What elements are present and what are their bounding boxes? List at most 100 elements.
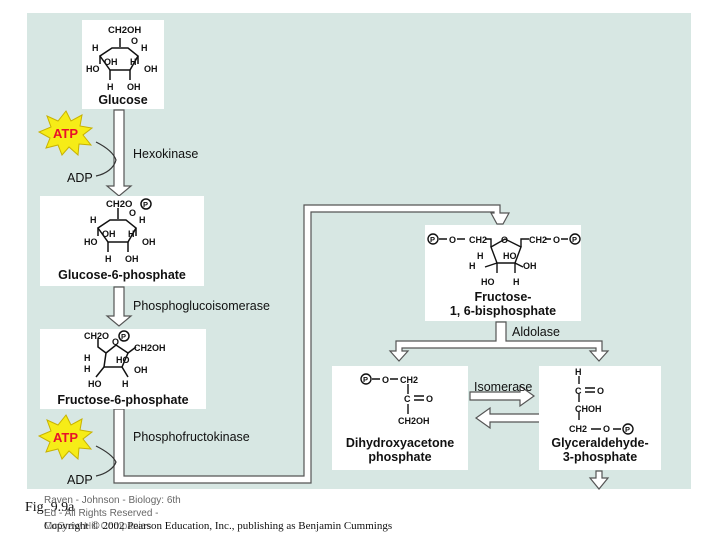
atp-to-adp-curve-2 [95, 445, 117, 477]
atp-label-2: ATP [53, 430, 78, 445]
dhap-c-label: C [404, 394, 411, 404]
dhap-name-line1: Dihydroxyacetone [345, 436, 455, 450]
g6p-structure: CH2O P O H H OH H HO OH H OH [84, 198, 156, 264]
fbp-box: P O CH2 O CH2 O P H HO H OH HO H Fructos… [425, 225, 581, 321]
glucose-box: CH2OH O H H OH H HO OH H OH Glucose [82, 20, 164, 109]
g6p-ho-label: HO [84, 237, 98, 247]
g6p-oh-label: OH [125, 254, 139, 264]
glucose-ho-label: HO [86, 64, 100, 74]
g3p-ch2-label: CH2 [569, 424, 587, 434]
glucose-oh-label: OH [104, 57, 118, 67]
glucose-ch2oh-label: CH2OH [108, 25, 141, 36]
dhap-o-label: O [382, 375, 389, 385]
isomerase-label: Isomerase [474, 380, 533, 394]
adp-label-2: ADP [67, 473, 93, 487]
copyright-notice: Copyright © 2002 Pearson Education, Inc.… [44, 520, 393, 532]
g3p-c-label: C [575, 386, 582, 396]
g3p-name-line2: 3-phosphate [562, 450, 638, 464]
g6p-phosphate-p: P [143, 200, 148, 209]
dhap-carbonyl-o: O [426, 394, 433, 404]
fbp-o-label: O [449, 235, 456, 245]
aldolase-label: Aldolase [512, 325, 560, 339]
atp-star-2: ATP [38, 414, 94, 460]
g6p-ring-o-label: O [129, 208, 136, 218]
f6p-ho-label: HO [116, 355, 130, 365]
watermark-line-2: Ed - All Rights Reserved - [44, 508, 159, 519]
arrow-g3p-continue [588, 470, 610, 490]
g6p-oh-label: OH [142, 237, 156, 247]
figure-label: Fig. 9.9a [25, 500, 75, 515]
watermark-line-3: McGraw Hill Companies [44, 521, 152, 532]
f6p-name: Fructose-6-phosphate [57, 393, 189, 407]
f6p-box: CH2O P O CH2OH H HO H OH HO H Fructose-6… [40, 329, 206, 409]
g6p-h-label: H [128, 229, 135, 239]
dhap-name-line2: phosphate [368, 450, 432, 464]
g3p-h-label: H [575, 367, 582, 377]
arrow-aldolase-split [388, 321, 610, 362]
f6p-ch2oh-label: CH2OH [134, 343, 166, 353]
glucose-oh-label: OH [127, 82, 141, 92]
f6p-h-label: H [84, 353, 91, 363]
g6p-name: Glucose-6-phosphate [58, 268, 186, 282]
glucose-oh-label: OH [144, 64, 158, 74]
g3p-choh-label: CHOH [575, 404, 602, 414]
atp-to-adp-curve-1 [95, 141, 117, 177]
arrow-glucose-to-g6p [105, 109, 133, 197]
fbp-phosphate-p: P [430, 235, 435, 244]
glucose-name: Glucose [98, 93, 148, 107]
g3p-name-line1: Glyceraldehyde- [551, 436, 649, 450]
arrow-isomerase-reverse [474, 406, 541, 430]
glucose-h-label: H [130, 57, 137, 67]
dhap-ch2-label: CH2 [400, 375, 418, 385]
glucose-h-label: H [107, 82, 114, 92]
dhap-box: P O CH2 C O CH2OH Dihydroxyacetone phosp… [332, 366, 468, 470]
atp-label-1: ATP [53, 126, 78, 141]
g6p-ch2o-label: CH2O [106, 199, 132, 210]
fbp-ho-label: HO [503, 251, 517, 261]
fbp-ho-label: HO [481, 277, 495, 287]
dhap-ch2oh-label: CH2OH [398, 416, 430, 426]
f6p-ch2o-label: CH2O [84, 331, 109, 341]
f6p-structure: CH2O P O CH2OH H HO H OH HO H [84, 330, 166, 389]
arrow-isomerase-forward [469, 384, 536, 408]
fbp-name-line2: 1, 6-bisphosphate [449, 304, 557, 318]
glucose-structure: CH2OH O H H OH H HO OH H OH [86, 25, 158, 92]
fbp-h-label: H [513, 277, 520, 287]
g6p-h-label: H [105, 254, 112, 264]
g6p-h-label: H [90, 215, 97, 225]
hexokinase-label: Hexokinase [133, 147, 199, 161]
g3p-box: H C O CHOH CH2 O P Glyceraldehyde- 3-pho… [539, 366, 661, 470]
phosphofructokinase-label: Phosphofructokinase [133, 430, 250, 444]
fbp-phosphate-p: P [572, 235, 577, 244]
fbp-name-line1: Fructose- [474, 290, 532, 304]
g6p-h-label: H [139, 215, 146, 225]
phosphoglucoisomerase-label: Phosphoglucoisomerase [133, 299, 270, 313]
adp-label-1: ADP [67, 171, 93, 185]
fbp-oh-label: OH [523, 261, 537, 271]
fbp-h-label: H [469, 261, 476, 271]
fbp-o-label: O [553, 235, 560, 245]
glucose-ring-o-label: O [131, 36, 138, 46]
f6p-h-label: H [84, 364, 91, 374]
watermark-line-1: Raven - Johnson - Biology: 6th [44, 495, 181, 506]
fbp-h-label: H [477, 251, 484, 261]
g3p-carbonyl-o: O [597, 386, 604, 396]
arrow-g6p-to-f6p [105, 286, 133, 327]
f6p-phosphate-p: P [121, 332, 126, 341]
glucose-h-label: H [92, 43, 99, 53]
fbp-ring-o-label: O [501, 235, 508, 245]
atp-star-1: ATP [38, 110, 94, 156]
fbp-ch2-label: CH2 [529, 235, 547, 245]
f6p-oh-label: OH [134, 365, 148, 375]
f6p-ring-o-label: O [112, 337, 119, 347]
g6p-oh-label: OH [102, 229, 116, 239]
fbp-ch2-label: CH2 [469, 235, 487, 245]
f6p-h-label: H [122, 379, 129, 389]
dhap-phosphate-p: P [363, 375, 368, 384]
fbp-structure: P O CH2 O CH2 O P H HO H OH HO H [427, 233, 581, 287]
g6p-box: CH2O P O H H OH H HO OH H OH Glucose-6-p… [40, 196, 204, 286]
f6p-ho-label: HO [88, 379, 102, 389]
g3p-o-label: O [603, 424, 610, 434]
g3p-structure: H C O CHOH CH2 O P [569, 367, 634, 435]
